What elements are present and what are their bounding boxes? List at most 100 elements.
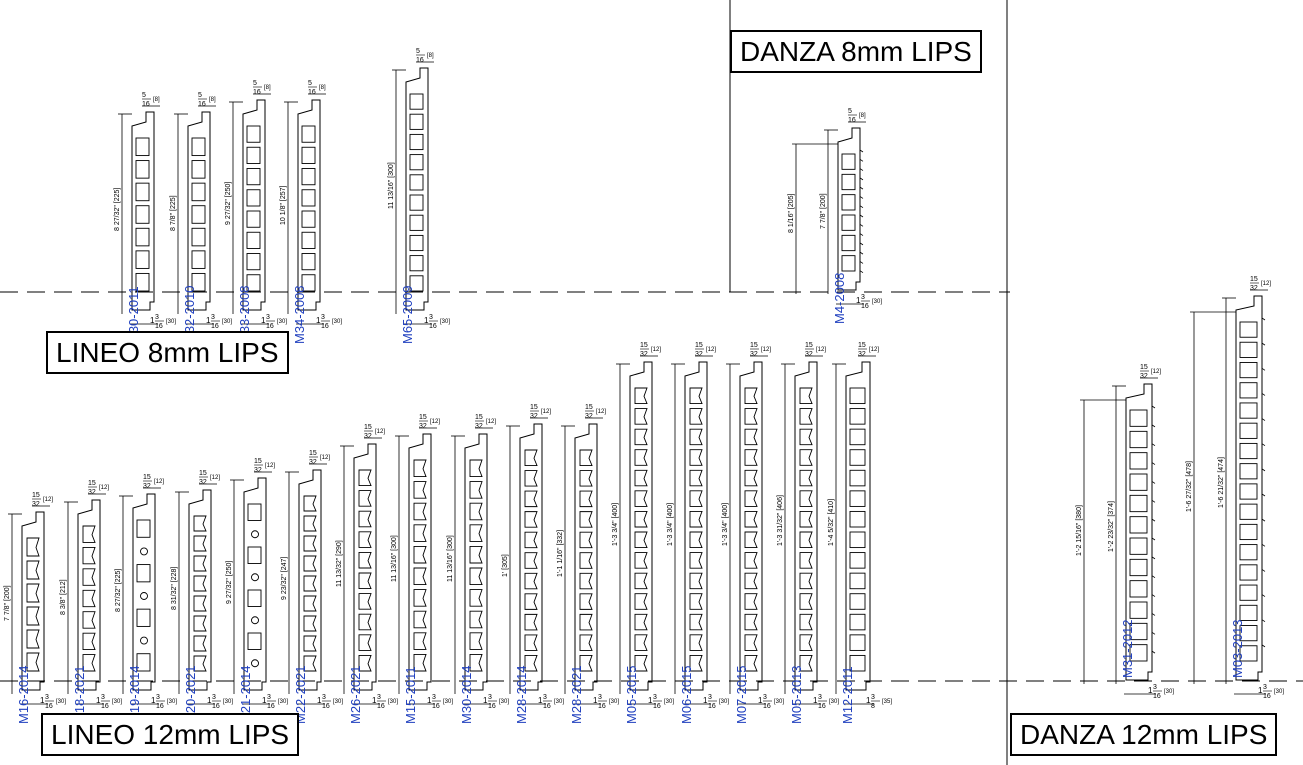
chamber (135, 227, 150, 247)
chamber (1129, 537, 1148, 555)
chamber-round (251, 659, 259, 668)
chamber-notched (26, 652, 40, 672)
chamber (191, 160, 206, 179)
chamber (1129, 516, 1148, 534)
chamber-notched (524, 449, 538, 466)
height-label: 1'-4 5/32" [410] (828, 499, 835, 546)
chamber (1239, 564, 1258, 581)
chamber (191, 182, 206, 202)
svg-text:3: 3 (45, 694, 49, 701)
svg-text:16: 16 (211, 323, 219, 330)
chamber-notched (744, 552, 758, 569)
chamber-notched (634, 572, 648, 590)
chamber-notched (82, 568, 96, 586)
svg-text:16: 16 (156, 703, 164, 710)
chamber-notched (469, 481, 483, 499)
svg-text:3: 3 (543, 694, 547, 701)
svg-text:[30]: [30] (1164, 689, 1174, 695)
height-label: 10 1/8" [257] (280, 185, 287, 225)
serration (1261, 518, 1266, 522)
svg-text:[12]: [12] (706, 347, 716, 353)
chamber (135, 160, 150, 179)
chamber-notched (469, 653, 483, 672)
chamber-notched (358, 551, 372, 569)
chamber (1239, 463, 1258, 480)
chamber-notched (634, 449, 648, 466)
height-label: 8 27/32" [225] (115, 569, 122, 612)
chamber-notched (744, 408, 758, 425)
chamber-notched (634, 469, 648, 487)
svg-text:16: 16 (1153, 693, 1161, 700)
svg-text:[30]: [30] (443, 699, 453, 705)
profile-code: M28-2021 (569, 665, 584, 724)
profile-code: M30-2014 (459, 665, 474, 724)
serration (1151, 575, 1156, 579)
svg-text:1: 1 (96, 696, 101, 705)
chamber (1239, 483, 1258, 500)
svg-text:8: 8 (871, 703, 875, 710)
profile-outline (794, 361, 818, 691)
chamber (301, 189, 316, 207)
height-label: 8 3/8" [212] (60, 579, 67, 615)
profile-m03-2013: 1'-6 21/32" [474]1'-6 27/32" [478]1532[1… (1186, 276, 1284, 700)
chamber-notched (689, 469, 703, 487)
svg-text:16: 16 (598, 703, 606, 710)
height2-label: 1'-6 27/32" [478] (1186, 461, 1193, 512)
svg-text:1: 1 (593, 696, 598, 705)
serration (1261, 468, 1266, 472)
chamber-notched (524, 511, 538, 528)
chamber-notched (579, 490, 593, 508)
chamber-round (251, 573, 259, 582)
svg-text:5: 5 (848, 108, 852, 115)
chamber (301, 125, 316, 143)
profile-code: M32-2010 (182, 285, 197, 344)
svg-text:3: 3 (818, 694, 822, 701)
profile-code: M30-2011 (126, 286, 141, 344)
chamber (246, 210, 261, 228)
chamber-notched (799, 490, 813, 507)
serration (1151, 405, 1156, 409)
height-label: 7 7/8" [200] (4, 585, 11, 621)
chamber-notched (689, 654, 703, 672)
chamber (1239, 321, 1258, 338)
chamber (849, 654, 866, 672)
height2-label: 8 1/16" [205] (788, 193, 795, 233)
svg-text:[8]: [8] (264, 85, 271, 91)
svg-text:[12]: [12] (265, 463, 275, 469)
svg-text:1: 1 (206, 316, 211, 325)
chamber (849, 428, 866, 446)
svg-text:15: 15 (750, 342, 758, 349)
svg-text:[12]: [12] (761, 347, 771, 353)
profile-code: M65-2009 (400, 285, 415, 344)
svg-text:[12]: [12] (375, 429, 385, 435)
svg-text:[30]: [30] (56, 699, 66, 705)
svg-text:16: 16 (155, 323, 163, 330)
svg-text:[30]: [30] (664, 699, 674, 705)
svg-text:15: 15 (1140, 364, 1148, 371)
svg-text:[30]: [30] (440, 319, 450, 325)
svg-text:1: 1 (1258, 686, 1263, 695)
profile-code: M34-2008 (292, 285, 307, 344)
chamber (246, 231, 261, 249)
svg-text:[12]: [12] (210, 475, 220, 481)
chamber (1129, 494, 1148, 513)
chamber-notched (82, 589, 96, 608)
chamber (1129, 601, 1148, 619)
chamber-notched (689, 428, 703, 446)
profile-outline (837, 127, 861, 291)
serration (859, 261, 864, 264)
chamber-notched (799, 449, 813, 466)
height-label: 11 13/16" [300] (388, 162, 395, 209)
chamber-notched (469, 545, 483, 564)
svg-text:32: 32 (419, 423, 427, 430)
chamber-round (140, 636, 148, 645)
section-label-lineo-8mm: LINEO 8mm LIPS (46, 331, 289, 374)
